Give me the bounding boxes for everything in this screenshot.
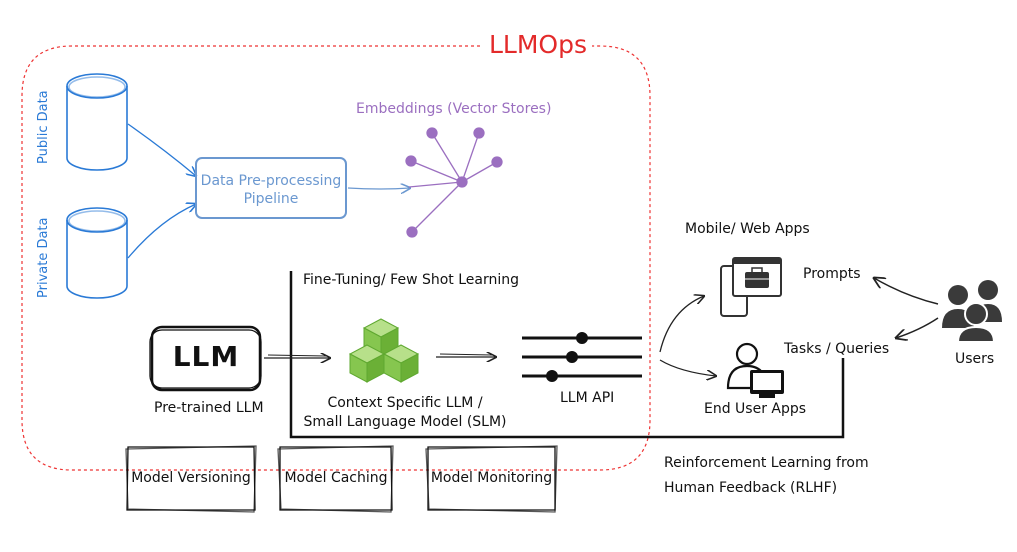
rlhf-label-line1: Reinforcement Learning from bbox=[664, 455, 869, 471]
llm-api-label: LLM API bbox=[560, 390, 615, 406]
slm-label-line2: Small Language Model (SLM) bbox=[303, 414, 507, 430]
arrow-private-to-pipeline bbox=[127, 204, 196, 259]
users-icon bbox=[942, 280, 1002, 343]
public-data-cylinder bbox=[66, 73, 128, 171]
end-user-apps-label: End User Apps bbox=[704, 401, 807, 417]
pipeline-label-line2: Pipeline bbox=[243, 191, 299, 207]
fine-tuning-bracket bbox=[289, 271, 845, 439]
arrow-api-to-enduser bbox=[659, 359, 716, 376]
arrow-users-to-tasks bbox=[896, 317, 939, 338]
public-data-label: Public Data bbox=[36, 90, 51, 164]
tasks-queries-label: Tasks / Queries bbox=[784, 341, 890, 357]
rlhf-label: Reinforcement Learning from Human Feedba… bbox=[664, 451, 869, 501]
slm-label: Context Specific LLM / Small Language Mo… bbox=[300, 394, 510, 432]
fine-tuning-label: Fine-Tuning/ Few Shot Learning bbox=[303, 272, 520, 288]
embeddings-graph bbox=[405, 127, 503, 238]
mobile-web-apps-icon bbox=[720, 257, 782, 317]
arrow-api-to-mobile bbox=[659, 296, 704, 353]
diagram-title: LLMOps bbox=[489, 30, 587, 59]
slm-label-line1: Context Specific LLM / bbox=[327, 395, 483, 411]
slm-cubes-icon bbox=[348, 318, 420, 383]
private-data-cylinder bbox=[66, 207, 128, 299]
model-caching-label: Model Caching bbox=[284, 470, 388, 486]
llm-api-icon bbox=[522, 332, 642, 382]
pretrained-llm-label: Pre-trained LLM bbox=[154, 400, 264, 416]
arrow-users-to-prompts bbox=[874, 278, 939, 305]
module-boxes-outline bbox=[125, 445, 558, 513]
users-label: Users bbox=[955, 351, 995, 367]
llm-box bbox=[149, 325, 262, 392]
pipeline-label: Data Pre-processing Pipeline bbox=[196, 172, 346, 208]
model-versioning-label: Model Versioning bbox=[131, 470, 251, 486]
arrow-pipeline-to-embeddings bbox=[347, 188, 410, 189]
prompts-label: Prompts bbox=[803, 266, 861, 282]
llmops-boundary bbox=[21, 45, 651, 471]
embeddings-label: Embeddings (Vector Stores) bbox=[356, 101, 552, 117]
private-data-label: Private Data bbox=[36, 217, 51, 299]
pipeline-label-line1: Data Pre-processing bbox=[200, 173, 342, 189]
mobile-web-apps-label: Mobile/ Web Apps bbox=[685, 221, 810, 237]
rlhf-label-line2: Human Feedback (RLHF) bbox=[664, 480, 838, 496]
pipeline-box bbox=[195, 157, 347, 219]
arrow-slm-to-api-stroke bbox=[439, 353, 493, 356]
arrow-llm-to-slm-stroke bbox=[267, 354, 327, 357]
arrow-public-to-pipeline bbox=[127, 123, 196, 176]
model-monitoring-label: Model Monitoring bbox=[430, 470, 553, 486]
end-user-apps-icon bbox=[726, 342, 784, 398]
llm-box-label: LLM bbox=[172, 340, 240, 373]
